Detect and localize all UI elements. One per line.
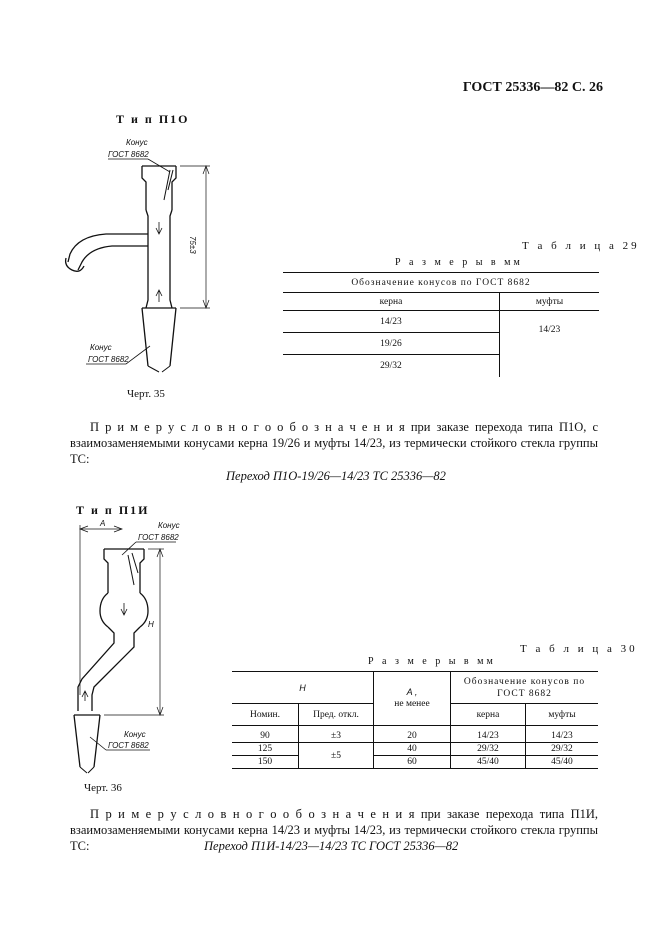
- table-30-col-mufty: муфты: [548, 709, 576, 720]
- table-30-cell-kerna: 14/23: [450, 729, 526, 743]
- table-30-a-label: A ,: [406, 687, 418, 697]
- table-row: 90 ±3 20 14/23 14/23: [232, 729, 598, 743]
- table-29-mufty-value: 14/23: [538, 325, 561, 335]
- drawing-p1o: Конус ГОСТ 8682 75±3 Конус ГОСТ 8682: [64, 138, 210, 373]
- cone-label-bottom-line2: ГОСТ 8682: [88, 355, 129, 364]
- example-paragraph-p1o: П р и м е р у с л о в н о г о о б о з н …: [70, 419, 598, 467]
- table-30-cell-pred: ±3: [298, 729, 374, 743]
- example-text: при заказе перехода типа П1И, взаимозаме…: [70, 807, 598, 853]
- type-title-p1i: Т и п П1И: [76, 503, 150, 517]
- table-30-cones-header: Обозначение конусов по ГОСТ 8682: [450, 671, 598, 704]
- cone-label-top-line2: ГОСТ 8682: [108, 150, 149, 159]
- table-30-cell-nomin: 125: [232, 742, 299, 756]
- table-29-units: Р а з м е р ы в мм: [395, 257, 523, 268]
- table-30: H A , не менее Обозначение конусов по ГО…: [232, 671, 598, 769]
- dimension-a: A: [99, 519, 105, 528]
- table-30-col-pred: Пред. откл.: [298, 703, 374, 726]
- type-title-p1o: Т и п П1О: [116, 112, 190, 126]
- dimension-h: H: [148, 620, 154, 629]
- table-30-col-nomin: Номин.: [232, 703, 299, 726]
- table-30-cell-nomin: 150: [232, 755, 299, 769]
- cone-label-top-line1: Конус: [158, 521, 180, 530]
- figure-caption-35: Черт. 35: [127, 388, 165, 400]
- table-29-col-mufty: муфты: [535, 296, 564, 307]
- drawing-p1i: A Конус ГОСТ 8682 H Конус ГОСТ 8682: [73, 519, 180, 774]
- table-30-cell-a: 60: [373, 755, 451, 769]
- table-30-cell-kerna: 29/32: [450, 742, 526, 756]
- cone-label-bottom-line2: ГОСТ 8682: [108, 741, 149, 750]
- table-29-col-kerna: керна: [283, 292, 500, 311]
- figure-caption-36: Черт. 36: [84, 782, 122, 794]
- table-30-h-header: H: [232, 671, 374, 704]
- table-row: 125 ±5 40 29/32 29/32: [232, 742, 598, 769]
- table-29-group-header: Обозначение конусов по ГОСТ 8682: [351, 277, 531, 288]
- table-30-cell-kerna: 45/40: [450, 755, 526, 769]
- table-30-cones-header-line1: Обозначение конусов по: [463, 676, 586, 687]
- example-lead: П р и м е р у с л о в н о г о о б о з н …: [90, 807, 415, 821]
- table-30-units: Р а з м е р ы в мм: [368, 656, 496, 667]
- table-30-cell-mufty: 45/40: [551, 757, 573, 767]
- cone-label-top-line1: Конус: [126, 138, 148, 147]
- table-30-cell-a: 20: [373, 729, 451, 743]
- dimension-75: 75±3: [188, 236, 197, 254]
- example-paragraph-p1i: П р и м е р у с л о в н о г о о б о з н …: [70, 806, 598, 854]
- table-30-caption: Т а б л и ц а 30: [520, 643, 638, 655]
- cone-label-bottom-line1: Конус: [90, 343, 112, 352]
- table-30-cell-nomin: 90: [232, 729, 299, 743]
- page-header: ГОСТ 25336—82 С. 26: [462, 80, 603, 95]
- table-29: Обозначение конусов по ГОСТ 8682 керна м…: [283, 272, 599, 377]
- table-30-cell-mufty: 14/23: [551, 730, 573, 741]
- table-30-cell-pred: ±5: [298, 742, 374, 769]
- table-29-row-kerna: 19/26: [283, 332, 500, 355]
- cone-label-top-line2: ГОСТ 8682: [138, 533, 179, 542]
- table-30-cones-header-line2: ГОСТ 8682: [497, 688, 552, 699]
- table-30-cell-a: 40: [373, 742, 451, 756]
- table-30-a-sub: не менее: [394, 699, 430, 709]
- table-29-row-kerna: 14/23: [283, 310, 500, 333]
- table-row: 150 60 45/40 45/40: [232, 755, 598, 769]
- table-29-row-kerna: 29/32: [283, 354, 500, 377]
- table-29-caption: Т а б л и ц а 29: [522, 240, 640, 252]
- example-lead: П р и м е р у с л о в н о г о о б о з н …: [90, 420, 405, 434]
- table-30-cell-mufty: 29/32: [551, 744, 573, 754]
- designation-formula-p1i: Переход П1И-14/23—14/23 ТС ГОСТ 25336—82: [204, 839, 459, 853]
- table-30-col-kerna: керна: [450, 703, 526, 726]
- cone-label-bottom-line1: Конус: [124, 730, 146, 739]
- designation-formula-p1o: Переход П1О-19/26—14/23 ТС 25336—82: [226, 469, 446, 483]
- example-text: при заказе перехода типа П1О, с взаимоза…: [70, 420, 598, 466]
- table-30-a-header: A , не менее: [373, 671, 451, 726]
